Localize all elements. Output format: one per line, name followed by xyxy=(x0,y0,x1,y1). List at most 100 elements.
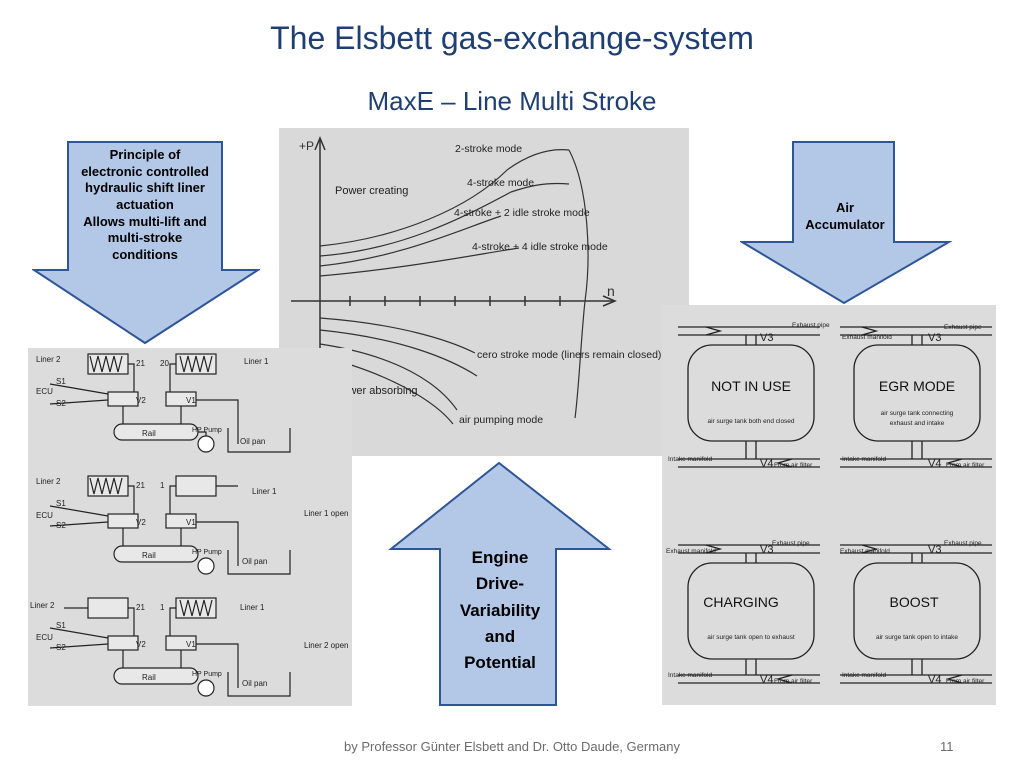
graph-power-absorbing: Power absorbing xyxy=(335,385,418,397)
label-oil-pan: Oil pan xyxy=(242,557,267,566)
label-from-air-filter: From air filter xyxy=(946,678,985,685)
graph-mode-label: cero stroke mode (liners remain closed) xyxy=(477,349,661,361)
label-s1: S1 xyxy=(56,499,66,508)
label-liner2-open: Liner 2 open xyxy=(304,641,348,650)
right-arrow-line: Air xyxy=(835,200,855,215)
label-liner2: Liner 2 xyxy=(36,355,61,364)
label-v4: V4 xyxy=(760,674,773,686)
label-exhaust-pipe: Exhaust pipe xyxy=(792,322,830,329)
panel-desc: air surge tank both end closed xyxy=(707,418,794,425)
label-s1: S1 xyxy=(56,621,66,630)
label-exhaust-pipe: Exhaust pipe xyxy=(944,540,982,547)
label-liner1: Liner 1 xyxy=(252,487,277,496)
label-v3: V3 xyxy=(760,332,773,344)
label-exhaust-manifold: Exhaust manifold xyxy=(842,334,892,341)
graph-mode-label: air pumping mode xyxy=(459,414,543,426)
right-arrow-line: Accumulator xyxy=(805,216,885,232)
graph-x-label: n xyxy=(607,283,615,299)
slide-subtitle: MaxE – Line Multi Stroke xyxy=(367,86,657,116)
left-down-arrow xyxy=(32,141,260,345)
tank-boost xyxy=(853,562,981,660)
tank-egr xyxy=(853,344,981,442)
center-arrow-text: Engine Drive- Variability and Potential xyxy=(440,545,560,677)
label-ecu: ECU xyxy=(36,633,53,642)
tank-not-in-use xyxy=(687,344,815,442)
label-v4: V4 xyxy=(928,674,941,686)
label-liner2: Liner 2 xyxy=(30,601,55,610)
graph-mode-label: 4-stroke + 2 idle stroke mode xyxy=(454,207,590,219)
left-arrow-line: multi-stroke xyxy=(107,230,183,246)
liner2-spring xyxy=(89,355,123,373)
liner1-spring xyxy=(179,355,213,373)
graph-x-ticks xyxy=(349,296,561,306)
center-arrow-line: Variability xyxy=(459,600,541,620)
schematic-unit-1 xyxy=(49,353,291,453)
left-arrow-line: Allows multi-lift and xyxy=(83,213,207,229)
label-rail: Rail xyxy=(142,551,156,560)
label-from-air-filter: From air filter xyxy=(946,462,985,469)
label-liner2: Liner 2 xyxy=(36,477,61,486)
label-ecu: ECU xyxy=(36,511,53,520)
panel-mode-label: CHARGING xyxy=(703,594,778,610)
panel-mode-label: NOT IN USE xyxy=(711,378,791,394)
valve-v2 xyxy=(107,391,139,407)
left-arrow-line: electronic controlled xyxy=(81,163,209,179)
label-v3: V3 xyxy=(760,544,773,556)
schematic-unit-2 xyxy=(49,475,291,575)
label-21: 21 xyxy=(136,359,145,368)
label-s2: S2 xyxy=(56,399,66,408)
label-s2: S2 xyxy=(56,521,66,530)
label-rail: Rail xyxy=(142,673,156,682)
label-1: 1 xyxy=(160,481,165,490)
footer-credit: by Professor Günter Elsbett and Dr. Otto… xyxy=(344,739,680,754)
label-intake-manifold: Intake manifold xyxy=(668,672,712,679)
graph-curves-positive xyxy=(319,149,589,302)
label-exhaust-pipe: Exhaust pipe xyxy=(772,540,810,547)
left-arrow-line: hydraulic shift liner xyxy=(85,180,205,196)
label-intake-manifold: Intake manifold xyxy=(842,456,886,463)
label-hp-pump: HP Pump xyxy=(192,549,222,556)
label-v3: V3 xyxy=(928,332,941,344)
label-20: 20 xyxy=(160,359,169,368)
panel-desc: air surge tank open to exhaust xyxy=(707,634,795,641)
graph-power-creating: Power creating xyxy=(335,185,408,197)
panel-desc: air surge tank open to intake xyxy=(876,634,958,641)
label-exhaust-pipe: Exhaust pipe xyxy=(944,324,982,331)
label-rail: Rail xyxy=(142,429,156,438)
label-from-air-filter: From air filter xyxy=(774,678,813,685)
center-up-arrow xyxy=(388,461,612,706)
graph-mode-label: 4-stroke mode xyxy=(467,177,534,189)
label-oil-pan: Oil pan xyxy=(242,679,267,688)
label-v4: V4 xyxy=(760,458,773,470)
label-exhaust-manifold: Exhaust manifold xyxy=(840,548,890,555)
schematic-unit-3 xyxy=(49,597,291,697)
label-s1: S1 xyxy=(56,377,66,386)
tank-charging xyxy=(687,562,815,660)
label-s2: S2 xyxy=(56,643,66,652)
panel-mode-label: EGR MODE xyxy=(879,378,955,394)
graph-y-arrow-up xyxy=(314,136,326,151)
center-arrow-line: and xyxy=(484,627,516,647)
label-exhaust-manifold: Exhaust manifold xyxy=(666,548,716,555)
hp-pump xyxy=(197,435,215,453)
center-arrow-line: Engine xyxy=(471,548,529,567)
label-v1: V1 xyxy=(186,518,196,527)
right-arrow-text: Air Accumulator xyxy=(795,200,895,233)
label-21: 21 xyxy=(136,603,145,612)
graph-mode-label: 4-stroke + 4 idle stroke mode xyxy=(472,241,608,253)
left-arrow-text: Principle of electronic controlled hydra… xyxy=(68,147,222,263)
center-arrow-line: Potential xyxy=(464,653,536,673)
label-hp-pump: HP Pump xyxy=(192,427,222,434)
center-arrow-line: Drive- xyxy=(475,574,525,594)
left-arrow-line: Principle of xyxy=(109,147,181,162)
label-liner1: Liner 1 xyxy=(244,357,269,366)
label-v2: V2 xyxy=(136,396,146,405)
label-intake-manifold: Intake manifold xyxy=(842,672,886,679)
accumulator-tanks xyxy=(678,326,992,684)
slide-title: The Elsbett gas-exchange-system xyxy=(270,20,754,56)
hydraulic-schematic: Liner 2 21 20 Liner 1 ECU S1 S2 V2 V1 Ra… xyxy=(28,348,352,706)
label-from-air-filter: From air filter xyxy=(774,462,813,469)
label-liner1: Liner 1 xyxy=(240,603,265,612)
page-number: 11 xyxy=(940,739,954,754)
rail xyxy=(113,423,199,441)
